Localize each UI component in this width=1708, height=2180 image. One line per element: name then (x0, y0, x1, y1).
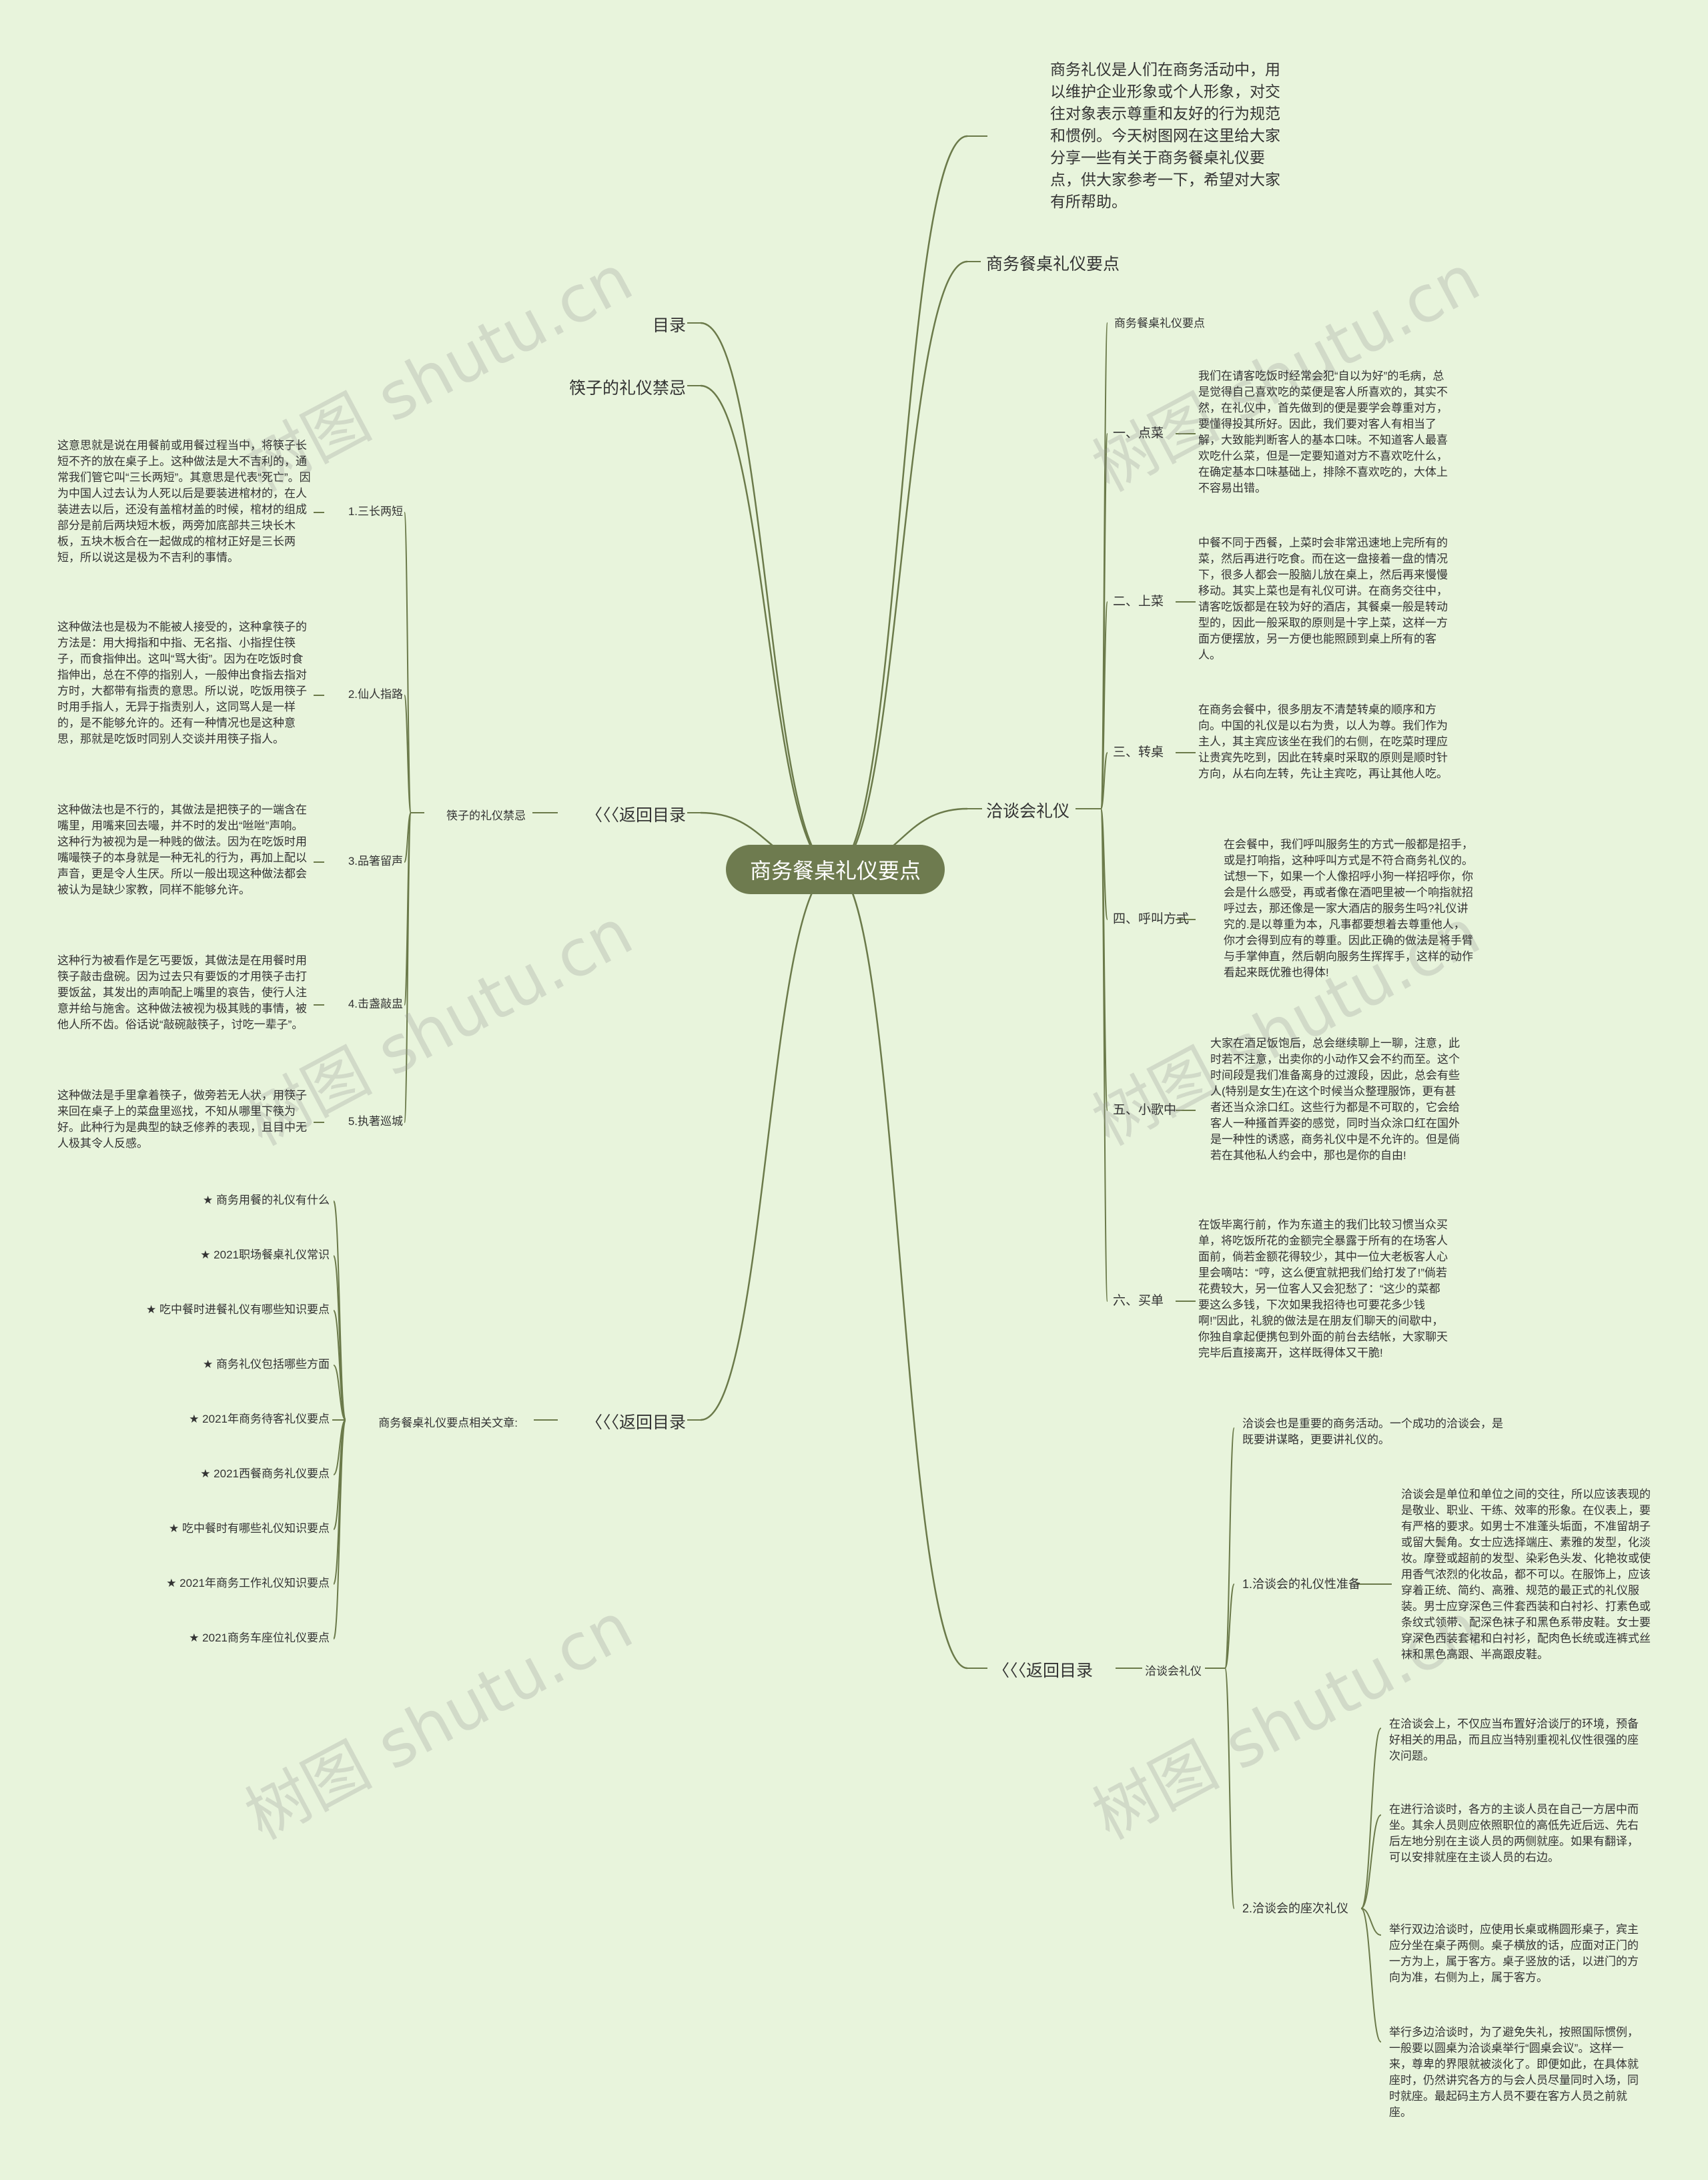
chopsticks-item-label[interactable]: 4.击盏敲盅 (348, 998, 403, 1010)
meeting-seat-label[interactable]: 2.洽谈会的座次礼仪 (1242, 1902, 1349, 1915)
related-article-link[interactable]: ★ 2021西餐商务礼仪要点 (200, 1467, 330, 1480)
related-article-link[interactable]: ★ 2021年商务工作礼仪知识要点 (166, 1577, 330, 1589)
connector-line (1360, 1908, 1382, 1936)
connector-line (833, 868, 968, 1670)
topic-title-node[interactable]: 商务餐桌礼仪要点 (986, 255, 1120, 274)
connector-line (404, 812, 412, 863)
connector-line (1360, 1908, 1382, 2043)
connector-line (833, 260, 968, 871)
meeting-seat-text: 举行多边洽谈时，为了避免失礼，按照国际惯例，一般要以圆桌为洽谈桌举行“圆桌会议”… (1389, 2026, 1639, 2119)
intro-text: 商务礼仪是人们在商务活动中，用以维护企业形象或个人形象，对交往对象表示尊重和友好… (1050, 61, 1280, 210)
chopsticks-item-text: 这种做法也是极为不能被人接受的，这种拿筷子的方法是：用大拇指和中指、无名指、小指… (57, 621, 307, 745)
meeting-intro-text: 洽谈会也是重要的商务活动。一个成功的洽谈会，是既要讲谋略，更要讲礼仪的。 (1242, 1417, 1503, 1446)
connector-line (404, 812, 412, 1123)
back-to-toc-link[interactable]: 〈〈〈返回目录 (993, 1662, 1094, 1680)
meeting-seat-text: 举行双边洽谈时，应使用长桌或椭圆形桌子，宾主应分坐在桌子两侧。桌子横放的话，应面… (1389, 1923, 1639, 1984)
connector-line (1100, 601, 1108, 809)
connector-line (700, 322, 835, 871)
talk-item-text: 在会餐中，我们呼叫服务生的方式一般都是招手，或是打响指，这种呼叫方式是不符合商务… (1224, 838, 1473, 979)
related-articles-label[interactable]: 商务餐桌礼仪要点相关文章: (378, 1417, 518, 1429)
chopsticks-sub-label[interactable]: 筷子的礼仪禁忌 (446, 809, 526, 822)
connector-line (333, 1419, 346, 1640)
connector-line (333, 1365, 346, 1421)
back-to-toc-link[interactable]: 〈〈〈返回目录 (585, 1413, 686, 1432)
talk-item-text: 在饭毕离行前，作为东道主的我们比较习惯当众买单，将吃饭所花的金额完全暴露于所有的… (1198, 1218, 1448, 1359)
connector-line (833, 135, 968, 871)
connector-line (1100, 752, 1108, 809)
topic-chopsticks-title[interactable]: 筷子的礼仪禁忌 (568, 379, 686, 398)
connector-line (404, 695, 412, 813)
meeting-seat-text: 在进行洽谈时，各方的主谈人员在自己一方居中而坐。其余人员则应依照职位的高低先近后… (1389, 1803, 1639, 1864)
talk-sub-label[interactable]: 商务餐桌礼仪要点 (1114, 317, 1205, 330)
connector-line (1360, 1814, 1382, 1909)
chopsticks-item-text: 这意思就是说在用餐前或用餐过程当中，将筷子长短不齐的放在桌子上。这种做法是大不吉… (57, 439, 311, 564)
talk-item-label[interactable]: 六、买单 (1113, 1294, 1164, 1308)
meeting-sub-label[interactable]: 洽谈会礼仪 (1145, 1665, 1202, 1678)
topic-talk-etiquette[interactable]: 洽谈会礼仪 (986, 802, 1070, 821)
talk-item-text: 我们在请客吃饭时经常会犯“自以为好”的毛病，总是觉得自己喜欢吃的菜便是客人所喜欢… (1198, 370, 1448, 494)
chopsticks-item-text: 这种做法也是不行的，其做法是把筷子的一端含在嘴里，用嘴来回去嘬，并不时的发出“咝… (57, 803, 307, 896)
root-topic[interactable]: 商务餐桌礼仪要点 (726, 845, 945, 894)
meeting-prep-label[interactable]: 1.洽谈会的礼仪性准备 (1242, 1577, 1361, 1591)
talk-item-text: 中餐不同于西餐，上菜时会非常迅速地上完所有的菜，然后再进行吃食。而在这一盘接着一… (1198, 536, 1448, 661)
related-article-link[interactable]: ★ 吃中餐时有哪些礼仪知识要点 (169, 1522, 330, 1535)
related-article-link[interactable]: ★ 2021商务车座位礼仪要点 (189, 1631, 330, 1644)
chopsticks-item-text: 这种行为被看作是乞丐要饭，其做法是在用餐时用筷子敲击盘碗。因为过去只有要饭的才用… (57, 954, 307, 1031)
connector-line (700, 384, 835, 871)
talk-item-label[interactable]: 二、上菜 (1113, 595, 1164, 609)
connector-line (333, 1310, 346, 1421)
connector-line (1224, 1583, 1235, 1669)
connector-line (1224, 1427, 1235, 1669)
connector-line (1224, 1668, 1235, 1909)
talk-item-text: 大家在酒足饭饱后，总会继续聊上一聊，注意，此时若不注意，出卖你的小动作又会不约而… (1210, 1037, 1460, 1162)
talk-item-text: 在商务会餐中，很多朋友不清楚转桌的顺序和方向。中国的礼仪是以右为贵，以人为尊。我… (1198, 703, 1448, 780)
chopsticks-item-text: 这种做法是手里拿着筷子，做旁若无人状，用筷子来回在桌子上的菜盘里巡找，不知从哪里… (57, 1089, 307, 1150)
chopsticks-item-label[interactable]: 1.三长两短 (348, 505, 403, 518)
related-article-link[interactable]: ★ 商务用餐的礼仪有什么 (203, 1194, 330, 1206)
related-article-link[interactable]: ★ 2021职场餐桌礼仪常识 (200, 1248, 330, 1261)
meeting-prep-text: 洽谈会是单位和单位之间的交往，所以应该表现的是敬业、职业、干练、效率的形象。在仪… (1401, 1488, 1651, 1661)
back-to-toc-link[interactable]: 〈〈〈返回目录 (585, 806, 686, 825)
topic-toc[interactable]: 目录 (652, 316, 686, 335)
talk-item-label[interactable]: 五、小歌中 (1113, 1103, 1177, 1117)
related-article-link[interactable]: ★ 吃中餐时进餐礼仪有哪些知识要点 (146, 1303, 330, 1316)
chopsticks-item-label[interactable]: 2.仙人指路 (348, 688, 403, 701)
connector-line (700, 868, 835, 1421)
chopsticks-item-label[interactable]: 3.品箸留声 (348, 855, 403, 867)
talk-item-label[interactable]: 四、呼叫方式 (1113, 912, 1190, 926)
chopsticks-item-label[interactable]: 5.执著巡城 (348, 1115, 403, 1128)
talk-item-label[interactable]: 一、点菜 (1113, 426, 1164, 440)
connector-line (1100, 808, 1108, 1302)
meeting-seat-text: 在洽谈会上，不仅应当布置好洽谈厅的环境，预备好相关的用品，而且应当特别重视礼仪性… (1389, 1718, 1639, 1762)
connector-line (1360, 1728, 1382, 1909)
related-article-link[interactable]: ★ 2021年商务待客礼仪要点 (189, 1413, 330, 1425)
talk-item-label[interactable]: 三、转桌 (1113, 745, 1164, 759)
related-article-link[interactable]: ★ 商务礼仪包括哪些方面 (203, 1358, 330, 1371)
